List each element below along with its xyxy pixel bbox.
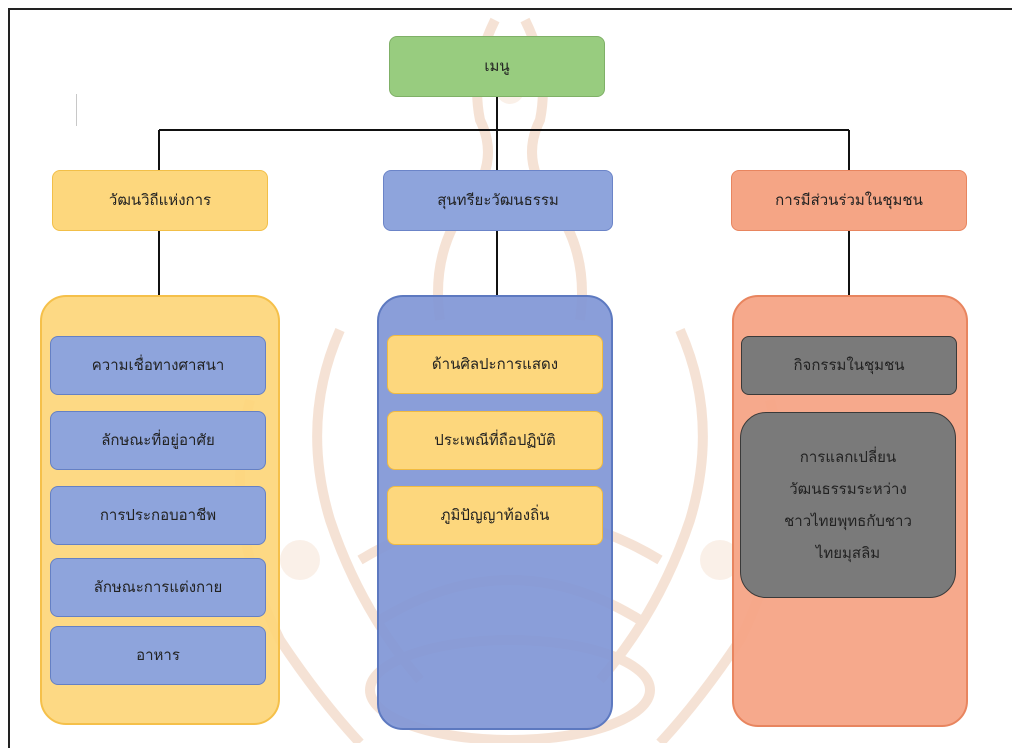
item-cultural-exchange: การแลกเปลี่ยน วัฒนธรรมระหว่าง ชาวไทยพุทธ… xyxy=(740,412,956,598)
detail-line: การแลกเปลี่ยน xyxy=(799,447,897,466)
item-clothing: ลักษณะการแต่งกาย xyxy=(50,558,266,617)
item-label: ด้านศิลปะการแสดง xyxy=(431,355,559,374)
item-label: ประเพณีที่ถือปฏิบัติ xyxy=(434,431,556,450)
item-label: การประกอบอาชีพ xyxy=(99,506,217,525)
branch-node-label: สุนทรียะวัฒนธรรม xyxy=(437,191,559,210)
item-occupation: การประกอบอาชีพ xyxy=(50,486,266,545)
item-label: ลักษณะการแต่งกาย xyxy=(93,578,223,597)
item-label: ลักษณะที่อยู่อาศัย xyxy=(101,431,215,450)
item-food: อาหาร xyxy=(50,626,266,685)
item-religious-beliefs: ความเชื่อทางศาสนา xyxy=(50,336,266,395)
branch-node-label: วัฒนวิถีแห่งการ xyxy=(108,191,212,210)
item-label: ภูมิปัญญาท้องถิ่น xyxy=(440,506,550,525)
item-housing: ลักษณะที่อยู่อาศัย xyxy=(50,411,266,470)
detail-line: วัฒนธรรมระหว่าง xyxy=(789,479,907,498)
item-label: อาหาร xyxy=(136,646,180,665)
diagram-frame xyxy=(8,8,1012,748)
branch-node-lifestyle: วัฒนวิถีแห่งการ xyxy=(52,170,268,231)
item-label: ความเชื่อทางศาสนา xyxy=(91,356,225,375)
item-local-wisdom: ภูมิปัญญาท้องถิ่น xyxy=(387,486,603,545)
detail-line: ชาวไทยพุทธกับชาว xyxy=(784,512,912,530)
branch-node-label: การมีส่วนร่วมในชุมชน xyxy=(775,191,923,210)
branch-node-community: การมีส่วนร่วมในชุมชน xyxy=(731,170,967,231)
item-performing-arts: ด้านศิลปะการแสดง xyxy=(387,335,603,394)
detail-line: ไทยมุสลิม xyxy=(815,544,881,563)
branch-node-aesthetics: สุนทรียะวัฒนธรรม xyxy=(383,170,613,231)
item-label: กิจกรรมในชุมชน xyxy=(793,356,905,375)
item-community-activities: กิจกรรมในชุมชน xyxy=(741,336,957,395)
root-node-label: เมนู xyxy=(484,57,510,76)
text-cursor-mark xyxy=(76,94,77,126)
root-node-menu: เมนู xyxy=(389,36,605,97)
item-traditions: ประเพณีที่ถือปฏิบัติ xyxy=(387,411,603,470)
